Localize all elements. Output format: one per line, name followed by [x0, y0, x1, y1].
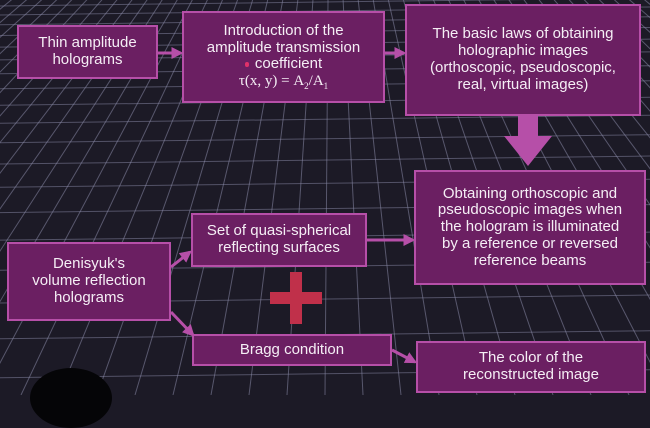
text-line: holograms: [53, 288, 125, 306]
arrow-bragg-to-color: [391, 348, 418, 364]
audience-head-silhouette: [30, 368, 112, 428]
formula-subscript: 2: [304, 81, 309, 92]
connector-arrows: [158, 47, 552, 364]
text-line: Set of quasi-spherical: [206, 222, 352, 240]
formula-subscript: 1: [323, 81, 329, 92]
box-thin-amplitude-holograms: Thin amplitude holograms: [17, 25, 158, 79]
grid-line: [0, 0, 73, 73]
box-quasi-spherical-surfaces: Set of quasi-spherical reflecting surfac…: [191, 213, 367, 267]
grid-line: [0, 155, 650, 165]
box-basic-laws: The basic laws of obtaining holographic …: [405, 4, 641, 116]
arrow-denisyuk-to-bragg: [169, 310, 195, 337]
box-orthoscopic-pseudoscopic: Obtaining orthoscopic and pseudoscopic i…: [414, 170, 646, 285]
box-color-of-image: The color of the reconstructed image: [416, 341, 646, 393]
grid-line: [0, 114, 650, 124]
grid-line: [0, 0, 529, 7]
text-line: by a reference or reversed: [442, 234, 618, 252]
text-line: Introduction of the: [223, 21, 344, 39]
text-line: reflecting surfaces: [218, 239, 340, 256]
text-line: real, virtual images): [457, 75, 589, 93]
box-bragg-condition: Bragg condition: [192, 334, 392, 366]
arrow-denisyuk-to-quasi: [170, 250, 192, 269]
transmission-formula: τ(x, y) = A2/A1: [207, 73, 360, 91]
text-line: reconstructed image: [463, 366, 599, 383]
text-line-with-dot: coefficient: [207, 55, 360, 73]
text-line: volume reflection: [32, 272, 146, 290]
text-line: Bragg condition: [239, 340, 345, 358]
text-line: coefficient: [254, 55, 323, 73]
plus-sign-horizontal: [270, 292, 322, 304]
text-line: The color of the: [478, 349, 584, 367]
text-line: Obtaining orthoscopic and: [442, 184, 618, 202]
formula-part: /A: [308, 73, 324, 90]
grid-line: [387, 0, 478, 395]
text-line: Thin amplitude: [38, 34, 137, 52]
text-line: pseudoscopic images when: [437, 201, 623, 219]
text-line: the hologram is illuminated: [440, 218, 620, 236]
box-amplitude-transmission-coefficient: Introduction of the amplitude transmissi…: [182, 11, 385, 103]
text-line: holograms: [52, 51, 123, 68]
formula-part: τ(x, y) = A: [238, 73, 305, 90]
box-denisyuk-holograms: Denisyuk's volume reflection holograms: [7, 242, 171, 321]
laser-pointer-dot: [244, 61, 249, 67]
text-line: amplitude transmission: [206, 38, 361, 56]
text-line: reference beams: [473, 251, 587, 269]
text-line: The basic laws of obtaining: [432, 25, 614, 43]
text-line: Denisyuk's: [52, 255, 126, 273]
text-line: holographic images: [457, 42, 589, 60]
text-line: (orthoscopic, pseudoscopic,: [430, 59, 616, 76]
big-down-arrow: [504, 112, 552, 166]
